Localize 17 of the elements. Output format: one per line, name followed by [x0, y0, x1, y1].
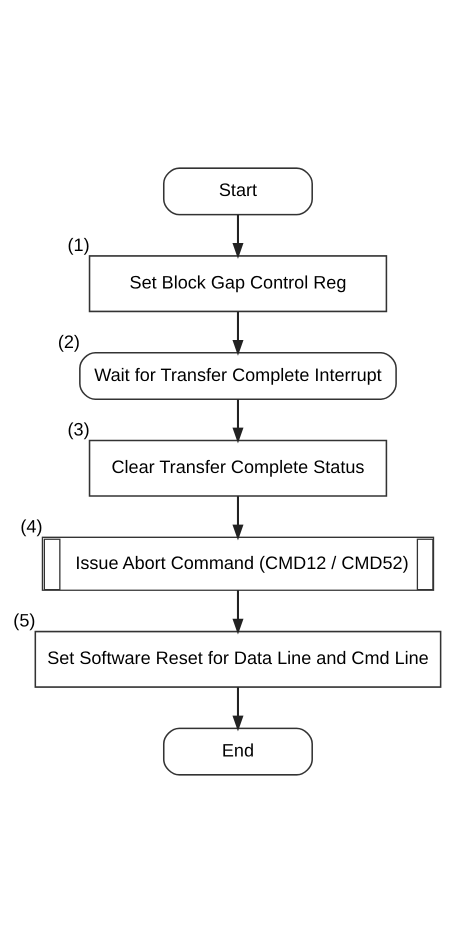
node-label: (5) — [13, 610, 36, 630]
node-box: Set Software Reset for Data Line and Cmd Line — [34, 630, 442, 688]
arrow — [232, 311, 244, 356]
node-label: (2) — [58, 331, 80, 352]
arrow — [232, 214, 244, 258]
node-label: (1) — [68, 234, 90, 255]
arrow — [232, 398, 244, 443]
node-box: Set Block Gap Control Reg — [88, 254, 388, 312]
arrow — [232, 687, 244, 731]
node-box: Clear Transfer Complete Status — [88, 439, 388, 496]
node-box: End — [162, 727, 313, 776]
node-label: (4) — [20, 516, 42, 536]
node-label: (3) — [68, 419, 90, 440]
node-box: Wait for Transfer Complete Interrupt — [79, 351, 397, 400]
node-box: Start — [162, 166, 313, 215]
arrow — [232, 590, 244, 634]
arrow — [232, 496, 244, 540]
